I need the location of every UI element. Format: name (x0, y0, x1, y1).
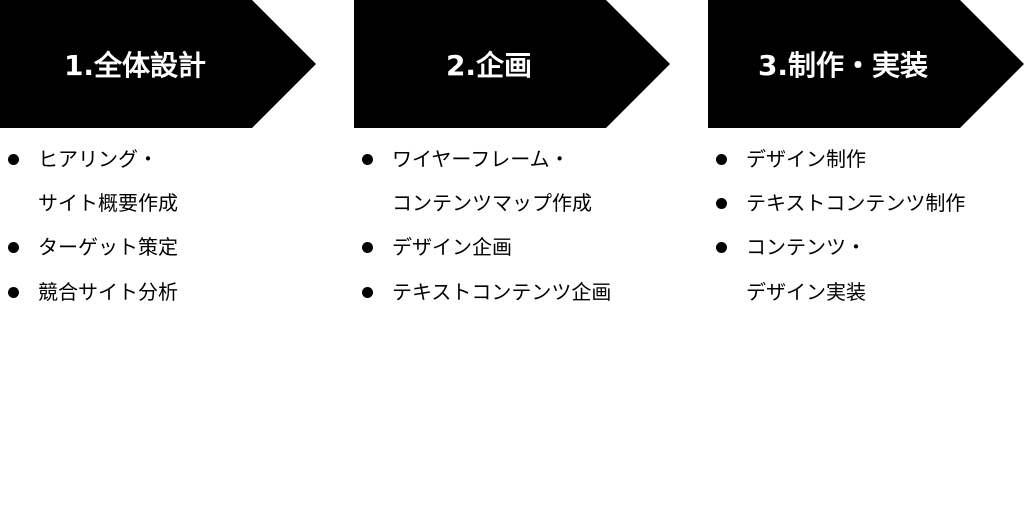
list-item-text: デザイン制作 (746, 147, 866, 171)
list-item: テキストコンテンツ企画 (362, 280, 612, 304)
process-step-2: 2.企画ワイヤーフレーム・コンテンツマップ作成デザイン企画テキストコンテンツ企画 (354, 0, 674, 512)
bullet-icon (8, 154, 19, 165)
bullet-icon (362, 287, 373, 298)
list-item: サイト概要作成 (38, 191, 178, 215)
list-item: デザイン制作 (716, 147, 866, 171)
list-item-text: デザイン企画 (392, 235, 512, 259)
chevron-arrow: 3.制作・実装 (708, 0, 1024, 128)
list-item: テキストコンテンツ制作 (716, 191, 966, 215)
bullet-icon (716, 154, 727, 165)
list-item: コンテンツ・ (716, 235, 866, 259)
list-item: コンテンツマップ作成 (392, 191, 592, 215)
chevron-shape (708, 0, 1024, 128)
list-item-text: テキストコンテンツ企画 (392, 280, 612, 304)
bullet-icon (8, 287, 19, 298)
list-item: デザイン企画 (362, 235, 512, 259)
chevron-shape (354, 0, 670, 128)
bullet-icon (362, 154, 373, 165)
list-item-text: 競合サイト分析 (38, 280, 178, 304)
list-item: 競合サイト分析 (8, 280, 178, 304)
chevron-arrow: 1.全体設計 (0, 0, 316, 128)
step-title: 1.全体設計 (63, 49, 207, 82)
list-item-text: ヒアリング・ (38, 147, 158, 171)
list-item: デザイン実装 (746, 280, 866, 304)
step-title: 2.企画 (445, 49, 533, 82)
step-title: 3.制作・実装 (757, 49, 929, 82)
list-item: ヒアリング・ (8, 147, 158, 171)
list-item-text: コンテンツマップ作成 (392, 191, 592, 215)
list-item-text: テキストコンテンツ制作 (746, 191, 966, 215)
bullet-icon (8, 242, 19, 253)
bullet-icon (716, 242, 727, 253)
chevron-shape (0, 0, 316, 128)
list-item-text: ターゲット策定 (38, 235, 178, 259)
bullet-icon (362, 242, 373, 253)
list-item-text: デザイン実装 (746, 280, 866, 304)
list-item-text: コンテンツ・ (746, 235, 866, 259)
process-step-3: 3.制作・実装デザイン制作テキストコンテンツ制作コンテンツ・デザイン実装 (708, 0, 1024, 512)
list-item-text: ワイヤーフレーム・ (392, 147, 570, 171)
chevron-arrow: 2.企画 (354, 0, 670, 128)
bullet-icon (716, 198, 727, 209)
list-item-text: サイト概要作成 (38, 191, 178, 215)
list-item: ワイヤーフレーム・ (362, 147, 570, 171)
process-step-1: 1.全体設計ヒアリング・サイト概要作成ターゲット策定競合サイト分析 (0, 0, 320, 512)
list-item: ターゲット策定 (8, 235, 178, 259)
